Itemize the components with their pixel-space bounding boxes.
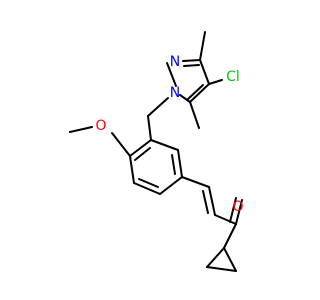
bond-vinyl-double-inner xyxy=(202,190,209,214)
bond-co-double xyxy=(229,197,237,223)
bond-ar6-ar1-double xyxy=(134,147,151,161)
atom-label-n2: N xyxy=(170,54,180,70)
bond-ar6-ar1 xyxy=(129,139,152,157)
atom-label-cl: Cl xyxy=(226,69,240,85)
bond-ar3-vinyl xyxy=(181,176,210,188)
bond-c4-cl xyxy=(208,79,223,85)
bond-cp2-cp3 xyxy=(206,266,237,272)
bond-ar2-ar3-double xyxy=(171,154,176,175)
bond-n1-ch2 xyxy=(147,97,169,117)
bond-n2-n1 xyxy=(166,62,177,87)
bond-c3-methyl xyxy=(199,31,206,61)
bond-c5-methyl xyxy=(189,101,200,129)
molecule-diagram: N N Cl O O xyxy=(69,31,244,272)
bond-vinyl-double xyxy=(208,186,216,216)
bond-ar6-o xyxy=(111,132,131,157)
bond-vinyl-carbonyl xyxy=(214,214,237,225)
bond-c4-c5 xyxy=(189,83,210,103)
bond-ar3-ar4 xyxy=(159,176,183,195)
bond-o-methyl xyxy=(69,126,93,133)
benzene-ring xyxy=(129,139,183,195)
bond-ch2-aryl xyxy=(147,115,152,141)
bond-c3-c4 xyxy=(199,59,210,85)
cyclopropyl-ring xyxy=(206,247,237,272)
bond-cp3-cp1 xyxy=(223,247,237,272)
bond-ar4-ar5 xyxy=(133,182,161,195)
atom-label-n1: N xyxy=(170,85,180,101)
structure-svg: N N Cl O O xyxy=(69,31,244,272)
bond-co xyxy=(235,199,243,225)
bond-c5-n1 xyxy=(179,94,191,103)
bond-n2-c3 xyxy=(182,59,201,62)
pyrazole-ring xyxy=(166,31,223,129)
bond-cp1-cp2 xyxy=(206,247,225,268)
bond-ar1-ar2 xyxy=(150,139,179,151)
bond-carbonyl-cyclopropyl xyxy=(223,223,237,249)
bond-ar5-ar6 xyxy=(129,155,135,184)
bond-c4-c5-double xyxy=(187,84,204,100)
bond-ar4-ar5-double xyxy=(138,178,159,188)
atom-label-ketone-o: O xyxy=(232,199,243,215)
bond-n2-c3-double xyxy=(183,64,200,67)
atom-label-methoxy-o: O xyxy=(95,118,106,134)
bond-ar2-ar3 xyxy=(177,149,183,178)
